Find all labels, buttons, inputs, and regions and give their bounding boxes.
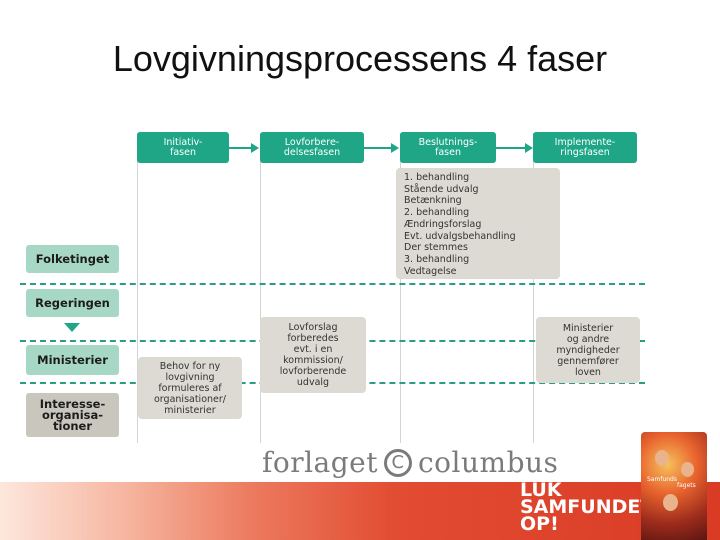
copyright-icon: C	[384, 448, 412, 477]
book-cover-label: fagets	[677, 482, 696, 489]
book-cover-label: Samfunds	[647, 476, 677, 483]
decision-step: Stående udvalg	[404, 183, 479, 195]
phase-implementation: Implemente- ringsfasen	[533, 132, 637, 163]
note-preparation: Lovforslag forberedes evt. i en kommissi…	[260, 317, 366, 393]
lane-line	[533, 133, 534, 443]
row-separator	[20, 283, 645, 285]
decision-step: Der stemmes	[404, 242, 468, 254]
slogan: LUK SAMFUNDET OP!	[520, 479, 654, 535]
arrow-down-icon	[64, 323, 80, 332]
publisher-logo: forlaget C columbus	[262, 446, 558, 479]
person-face-icon	[663, 494, 678, 511]
publisher-strip	[20, 443, 645, 483]
publisher-name-left: forlaget	[262, 446, 378, 479]
decision-step: Betænkning	[404, 195, 462, 207]
person-face-icon	[681, 462, 694, 477]
phase-initiative: Initiativ- fasen	[137, 132, 229, 163]
actor-interesseorganisationer: Interesse- organisa- tioner	[26, 393, 119, 437]
lane-line	[137, 133, 138, 443]
decision-step: Ændringsforslag	[404, 218, 482, 230]
process-diagram: Initiativ- fasen Lovforbere- delsesfasen…	[20, 125, 645, 443]
note-implementation: Ministerier og andre myndigheder gennemf…	[536, 317, 640, 383]
lane-line	[260, 133, 261, 443]
lane-line	[400, 133, 401, 443]
footer-banner	[0, 482, 720, 540]
slide-title: Lovgivningsprocessens 4 faser	[112, 38, 608, 79]
publisher-name-right: columbus	[418, 446, 559, 479]
actor-folketinget: Folketinget	[26, 245, 119, 273]
decision-step: Vedtagelse	[404, 265, 457, 277]
book-cover-image: Samfunds fagets	[641, 432, 707, 540]
phase-preparation: Lovforbere- delsesfasen	[260, 132, 364, 163]
decision-step: Evt. udvalgsbehandling	[404, 230, 516, 242]
decision-steps-box: 1. behandling Stående udvalg Betænkning …	[396, 168, 560, 279]
decision-step: 3. behandling	[404, 253, 470, 265]
person-face-icon	[655, 450, 669, 466]
actor-ministerier: Ministerier	[26, 345, 119, 375]
phase-decision: Beslutnings- fasen	[400, 132, 496, 163]
note-initiative: Behov for ny lovgivning formuleres af or…	[138, 357, 242, 419]
actor-regeringen: Regeringen	[26, 289, 119, 317]
decision-step: 1. behandling	[404, 172, 470, 183]
decision-step: 2. behandling	[404, 207, 470, 219]
